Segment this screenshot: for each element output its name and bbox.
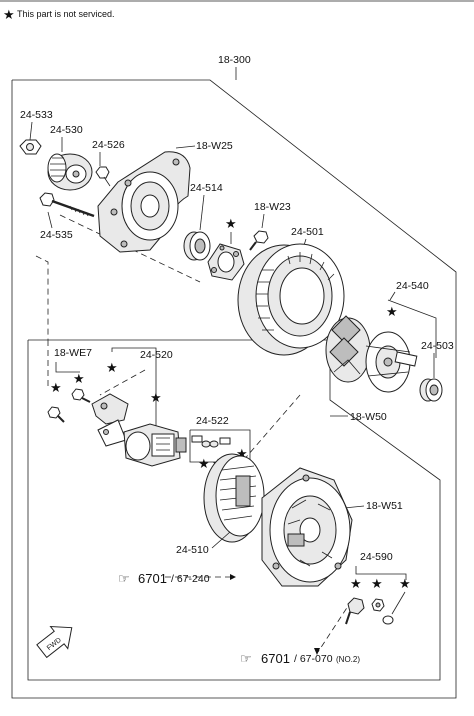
label-18-WE7[interactable]: 18-WE7 (54, 347, 92, 359)
label-18-300[interactable]: 18-300 (218, 54, 251, 66)
leader-18-W51 (343, 505, 365, 509)
arrow-ref-2-icon (314, 648, 320, 655)
rear-bearing-part[interactable] (419, 378, 443, 402)
star-icon: ★ (350, 576, 362, 591)
bracket-24-590 (355, 566, 407, 580)
reference-link-1[interactable]: ☞ 6701 / 67-240 (118, 571, 210, 586)
ref-code: 6701 (138, 571, 167, 586)
arrow-ref-1-icon (230, 574, 236, 580)
terminal-cap-part[interactable] (382, 615, 394, 625)
fwd-arrow-icon: FWD (36, 625, 73, 659)
star-icon: ★ (371, 576, 383, 591)
leader-24-533 (29, 121, 33, 141)
star-icon: ★ (236, 446, 248, 461)
leader-24-514 (199, 194, 205, 231)
label-18-W25[interactable]: 18-W25 (196, 140, 233, 152)
regulator-part[interactable] (91, 393, 187, 467)
leader-18-W25 (175, 145, 196, 149)
dash-align-1 (35, 255, 49, 340)
label-24-535[interactable]: 24-535 (40, 229, 73, 241)
star-icon: ★ (50, 380, 62, 395)
stator-part[interactable] (237, 243, 345, 356)
assembly-frame (11, 79, 457, 699)
star-icon: ★ (399, 576, 411, 591)
star-icon: ★ (386, 304, 398, 319)
hand-pointer-icon: ☞ (118, 571, 130, 586)
brush-part[interactable] (191, 435, 231, 448)
label-24-530[interactable]: 24-530 (50, 124, 83, 136)
label-24-540[interactable]: 24-540 (396, 280, 429, 292)
nut-part[interactable] (19, 139, 42, 155)
screw-526-part[interactable] (95, 166, 111, 187)
label-24-503[interactable]: 24-503 (421, 340, 454, 352)
dash-terminal (317, 599, 353, 653)
bolt-part[interactable] (39, 192, 95, 218)
bracket-24-540 (387, 299, 437, 358)
label-24-522[interactable]: 24-522 (196, 415, 229, 427)
bracket-18-WE7 (55, 362, 80, 373)
retainer-plate-part[interactable] (207, 243, 245, 281)
terminal-nut-part[interactable] (371, 598, 385, 612)
regulator-screws-part[interactable] (47, 388, 91, 423)
label-24-514[interactable]: 24-514 (190, 182, 223, 194)
ref-page: / 67-240 (171, 573, 210, 585)
ref-page: / 67-070 (294, 653, 333, 665)
leader-24-540 (389, 291, 396, 301)
label-18-W50[interactable]: 18-W50 (350, 411, 387, 423)
label-24-590[interactable]: 24-590 (360, 551, 393, 563)
label-24-533[interactable]: 24-533 (20, 109, 53, 121)
leader-18-W23 (261, 213, 265, 229)
star-icon: ★ (106, 360, 118, 375)
dash-bolt-axis (59, 214, 201, 283)
bracket-24-520 (111, 347, 157, 430)
star-icon: ★ (225, 216, 237, 231)
star-icon: ★ (150, 390, 162, 405)
leader-24-535 (47, 211, 53, 229)
leader-24-510 (211, 531, 231, 549)
label-24-520[interactable]: 24-520 (140, 349, 173, 361)
front-cover-part[interactable] (97, 151, 191, 253)
bearing-part[interactable] (183, 231, 211, 261)
label-18-W23[interactable]: 18-W23 (254, 201, 291, 213)
leader-terminal-cap (391, 591, 406, 615)
label-24-526[interactable]: 24-526 (92, 139, 125, 151)
not-serviced-note: This part is not serviced. (17, 9, 115, 19)
ref-note: (NO.2) (336, 655, 360, 664)
note-star-icon: ★ (3, 7, 15, 22)
label-18-W51[interactable]: 18-W51 (366, 500, 403, 512)
dash-regulator (99, 369, 146, 396)
label-24-501[interactable]: 24-501 (291, 226, 324, 238)
star-icon: ★ (73, 371, 85, 386)
terminal-bolt-part[interactable] (345, 597, 365, 625)
hand-pointer-icon: ☞ (240, 651, 252, 666)
label-24-510[interactable]: 24-510 (176, 544, 209, 556)
screw-w23-part[interactable] (249, 230, 269, 251)
pulley-part[interactable] (47, 153, 93, 191)
rear-cover-part[interactable] (261, 467, 353, 587)
rotor-part[interactable] (325, 315, 418, 393)
ref-code: 6701 (261, 651, 290, 666)
star-icon: ★ (198, 456, 210, 471)
reference-link-2[interactable]: ☞ 6701 / 67-070 (NO.2) (240, 651, 360, 666)
rectifier-part[interactable] (203, 453, 265, 543)
